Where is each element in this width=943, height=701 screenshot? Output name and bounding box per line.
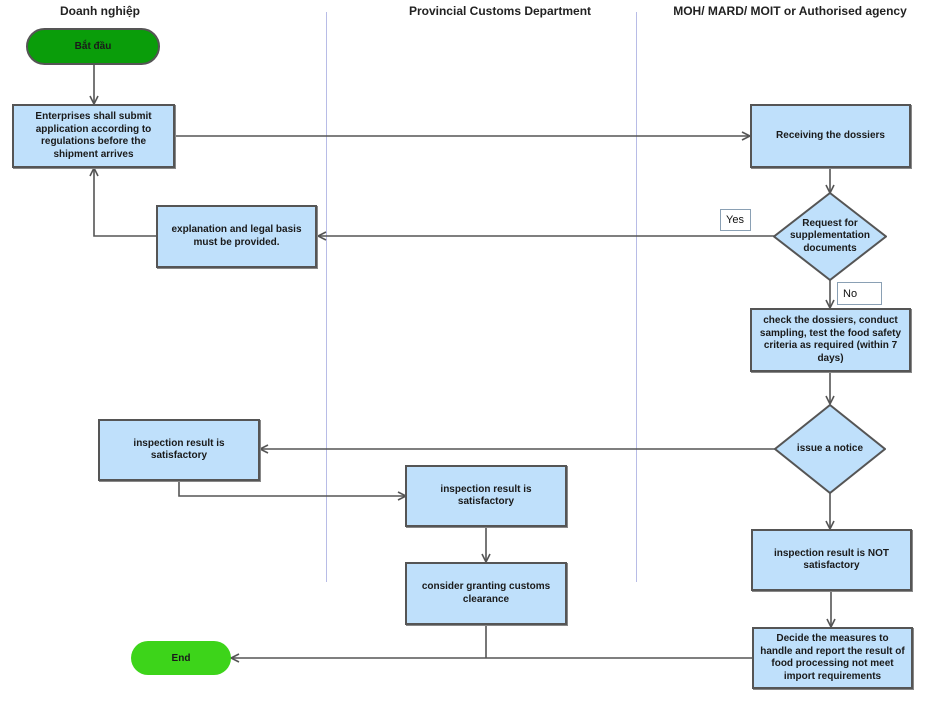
receiving-dossiers-box: Receiving the dossiers [750, 104, 911, 168]
decide-measures-box: Decide the measures to handle and report… [752, 627, 913, 689]
lane-title-customs: Provincial Customs Department [408, 4, 592, 18]
decision-diamond-shape [773, 192, 887, 281]
yes-label: Yes [720, 209, 751, 231]
decision-diamond-shape [774, 404, 886, 494]
arrow-enterprise-result-to-customs-result [178, 480, 406, 496]
issue-notice-decision: issue a notice [774, 404, 886, 494]
lane-title-enterprise: Doanh nghiệp [60, 4, 140, 18]
lane-divider [326, 12, 327, 582]
request-supplement-label: Request for supplementation documents [789, 217, 870, 254]
lane-divider [636, 12, 637, 582]
enterprise-satisfactory-box: inspection result is satisfactory [98, 419, 260, 481]
issue-notice-label: issue a notice [796, 442, 864, 454]
submit-application-box: Enterprises shall submit application acc… [12, 104, 175, 168]
no-label: No [837, 282, 882, 305]
end-node: End [131, 641, 231, 675]
customs-satisfactory-box: inspection result is satisfactory [405, 465, 567, 527]
start-node: Bắt đầu [26, 28, 160, 65]
arrow-explanation-to-submit [94, 168, 156, 237]
lane-title-agency: MOH/ MARD/ MOIT or Authorised agency [673, 4, 907, 18]
check-dossiers-box: check the dossiers, conduct sampling, te… [750, 308, 911, 372]
not-satisfactory-box: inspection result is NOT satisfactory [751, 529, 912, 591]
explanation-box: explanation and legal basis must be prov… [156, 205, 317, 268]
customs-clearance-box: consider granting customs clearance [405, 562, 567, 625]
request-supplement-decision: Request for supplementation documents [773, 192, 887, 281]
